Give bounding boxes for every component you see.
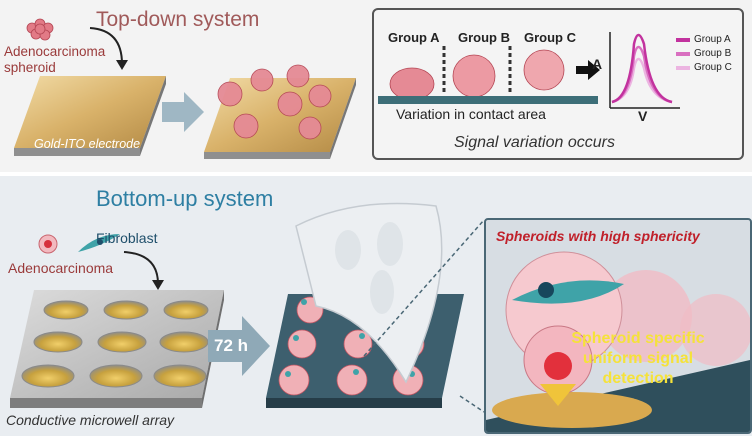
top-down-title: Top-down system <box>96 8 260 31</box>
cell-icons <box>38 234 120 254</box>
array-label: Conductive microwell array <box>6 412 175 428</box>
legend-group-a: Group A <box>694 34 731 45</box>
gold-ito-electrode <box>14 76 166 156</box>
group-a-label: Group A <box>388 30 440 45</box>
fibroblast-label: Fibroblast <box>96 230 158 246</box>
adenocarcinoma-label: Adenocarcinoma <box>8 260 114 276</box>
top-down-panel: Top-down system Adenocarcinoma spheroid … <box>0 0 752 172</box>
time-arrow-icon <box>208 316 270 376</box>
contact-area-illustration <box>378 46 600 104</box>
contact-area-label: Variation in contact area <box>396 106 546 122</box>
legend-group-b: Group B <box>694 48 732 59</box>
axis-x-label: V <box>638 108 648 124</box>
spheroid-icon <box>26 18 54 41</box>
callout-illustration <box>486 251 750 432</box>
group-c-label: Group C <box>524 30 576 45</box>
conductive-microwell-array <box>10 290 224 408</box>
spheroid-label-line2: spheroid <box>4 60 56 75</box>
voltammogram-chart <box>609 32 690 109</box>
zoom-lines <box>363 219 485 413</box>
spheroid-label-line1: Adenocarcinoma <box>4 44 106 59</box>
curved-arrow-icon-2 <box>123 251 164 290</box>
callout-text-line1: Spheroid specific <box>571 330 705 347</box>
bottom-up-panel: Bottom-up system Fibroblast Adenocarcino… <box>0 176 752 436</box>
axis-y-label: A <box>592 56 603 72</box>
curved-arrow-icon <box>89 27 128 70</box>
curve-group-c <box>611 57 673 104</box>
electrode-with-spheroids <box>204 64 356 159</box>
time-label: 72 h <box>214 336 249 355</box>
peeled-film <box>295 202 443 384</box>
callout-text-line2: uniform signal <box>582 350 694 367</box>
callout-text-line3: detection <box>602 370 674 387</box>
signal-variation-box: Group A Group B Group C Variation in con… <box>372 8 744 160</box>
bottom-up-title: Bottom-up system <box>96 186 274 211</box>
callout-title: Spheroids with high sphericity <box>496 228 700 244</box>
curve-group-b <box>611 45 673 104</box>
process-arrow-icon <box>162 92 204 132</box>
curve-group-a <box>611 33 673 104</box>
group-b-label: Group B <box>458 30 510 45</box>
signal-variation-label: Signal variation occurs <box>454 134 615 151</box>
legend-group-c: Group C <box>694 62 732 73</box>
spheroid-callout: Spheroids with high sphericity Spheroid … <box>484 218 752 434</box>
electrode-label: Gold-ITO electrode <box>34 137 141 151</box>
